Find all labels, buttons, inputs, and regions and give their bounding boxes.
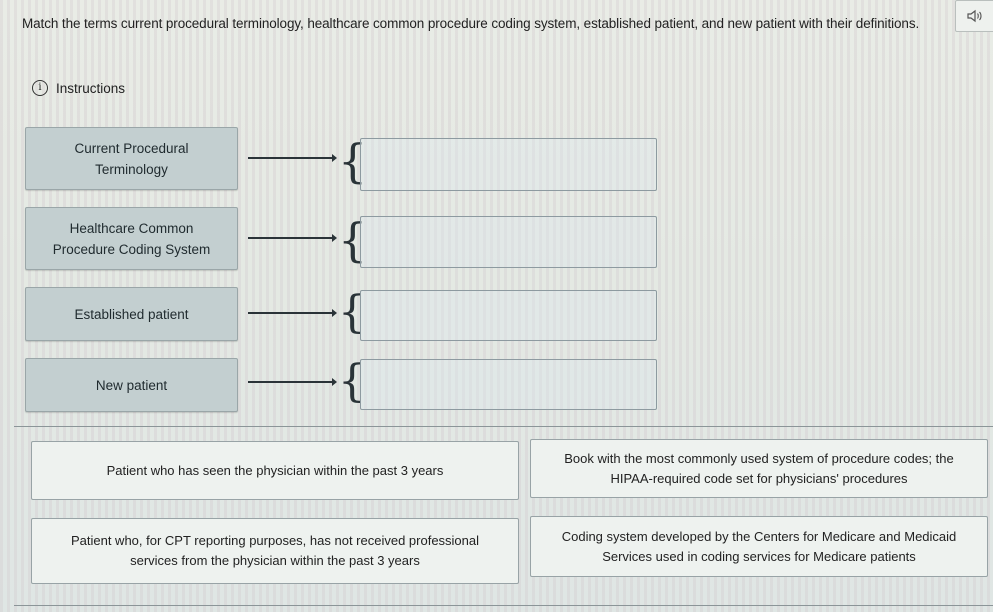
audio-button[interactable] — [955, 0, 993, 32]
connector-arrow — [248, 154, 337, 162]
drop-slot-4[interactable] — [360, 359, 657, 410]
drop-slot-3[interactable] — [360, 290, 657, 341]
term-card-established-patient[interactable]: Established patient — [25, 287, 238, 341]
brace-icon: { — [338, 356, 366, 407]
term-card-hcpcs[interactable]: Healthcare Common Procedure Coding Syste… — [25, 207, 238, 270]
definitions-bank — [14, 427, 993, 606]
definition-card[interactable]: Coding system developed by the Centers f… — [530, 516, 988, 577]
definition-text-line2: services from the physician within the p… — [130, 553, 420, 568]
divider — [14, 426, 993, 427]
drop-slot-2[interactable] — [360, 216, 657, 268]
term-label-line1: New patient — [95, 377, 168, 393]
definition-text-line2: Services used in coding services for Med… — [602, 548, 916, 564]
instructions-toggle[interactable]: i Instructions — [32, 80, 125, 96]
definition-text-line1: Patient who, for CPT reporting purposes,… — [70, 533, 480, 548]
brace-icon: { — [338, 134, 368, 188]
term-label-line1: Established patient — [74, 306, 189, 322]
term-label-line2: Procedure Coding System — [52, 241, 211, 257]
definition-text-line2: HIPAA-required code set for physicians' … — [610, 470, 908, 486]
term-label-line1: Healthcare Common — [69, 220, 194, 236]
definition-text-line1: Coding system developed by the Centers f… — [561, 528, 957, 544]
definition-card[interactable]: Book with the most commonly used system … — [530, 439, 988, 498]
drop-slot-1[interactable] — [360, 138, 657, 191]
term-card-cpt[interactable]: Current Procedural Terminology — [25, 127, 238, 190]
definition-card[interactable]: Patient who, for CPT reporting purposes,… — [31, 518, 519, 584]
speaker-icon — [967, 9, 982, 23]
term-label-line2: Terminology — [95, 161, 168, 177]
instructions-label: Instructions — [56, 80, 126, 96]
connector-arrow — [248, 309, 337, 317]
brace-icon: { — [338, 213, 368, 267]
connector-arrow — [248, 234, 337, 242]
brace-icon: { — [338, 287, 366, 338]
definition-card[interactable]: Patient who has seen the physician withi… — [31, 441, 519, 500]
definition-text-line1: Book with the most commonly used system … — [564, 450, 954, 466]
definition-text: Patient who has seen the physician withi… — [106, 462, 444, 478]
question-prompt: Match the terms current procedural termi… — [22, 16, 920, 31]
term-label-line1: Current Procedural — [74, 140, 189, 156]
term-card-new-patient[interactable]: New patient — [25, 358, 238, 412]
info-icon: i — [32, 80, 48, 96]
connector-arrow — [248, 378, 337, 386]
